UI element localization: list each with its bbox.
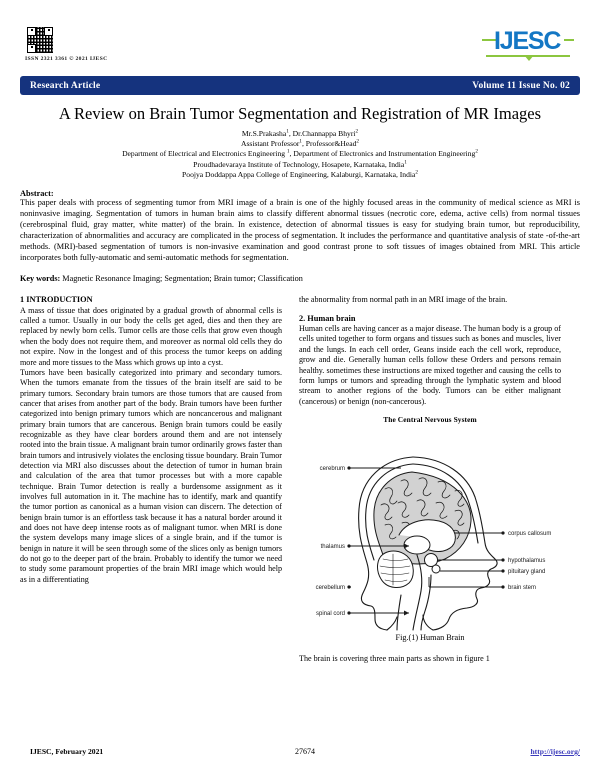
keywords-label: Key words: <box>20 274 61 284</box>
masthead: ISSN 2321 3361 © 2021 IJESC IJESC <box>20 0 580 74</box>
author-block: Mr.S.Prakasha1, Dr.Channappa Bhyri2 Assi… <box>20 129 580 180</box>
volume-issue-label: Volume 11 Issue No. 02 <box>472 80 570 91</box>
intro-paragraph-2: Tumors have been basically categorized i… <box>20 367 282 584</box>
figure-title: The Central Nervous System <box>383 414 477 424</box>
section-heading-human-brain: 2. Human brain <box>299 313 356 323</box>
figure-caption: Fig.(1) Human Brain <box>395 633 465 643</box>
footer-journal-date: IJESC, February 2021 <box>30 747 104 756</box>
author-departments: Department of Electrical and Electronics… <box>122 148 478 159</box>
human-brain-paragraph-1: Human cells are having cancer as a major… <box>299 324 561 406</box>
logo-wordmark: IJESC <box>494 27 561 55</box>
figure-following-text: The brain is covering three main parts a… <box>299 653 490 663</box>
label-spinal-cord: spinal cord <box>316 611 345 617</box>
author-designations: Assistant Professor1, Professor&Head2 <box>240 138 360 149</box>
label-cerebellum: cerebellum <box>316 585 345 591</box>
qr-code-icon <box>27 27 53 53</box>
body-columns: 1 INTRODUCTION A mass of tissue that doe… <box>20 295 580 663</box>
abstract-heading: Abstract: <box>20 189 54 199</box>
issn-line: ISSN 2321 3361 © 2021 IJESC <box>25 56 108 62</box>
intro-paragraph-1: A mass of tissue that does originated by… <box>20 305 282 367</box>
author-institute-2: Poojya Doddappa Appa College of Engineer… <box>182 169 418 179</box>
paragraph-spacer <box>299 306 561 314</box>
logo-accent-left <box>482 39 496 41</box>
label-pituitary-gland: pituitary gland <box>508 569 545 575</box>
keywords-line: Key words: Magnetic Resonance Imaging; S… <box>20 273 580 284</box>
keywords-value: Magnetic Resonance Imaging; Segmentation… <box>62 274 303 284</box>
author-names: Mr.S.Prakasha1, Dr.Channappa Bhyri2 <box>20 129 580 139</box>
label-thalamus: thalamus <box>321 544 345 550</box>
page-footer: IJESC, February 2021 27674 http://ijesc.… <box>20 747 580 756</box>
author-1-affil-marker: 1 <box>286 128 289 135</box>
label-corpus-callosum: corpus callosum <box>508 531 551 537</box>
author-2-affil-marker: 2 <box>355 128 359 135</box>
footer-url-link[interactable]: http://ijesc.org/ <box>530 747 580 756</box>
right-column: the abnormality from normal path in an M… <box>299 295 561 663</box>
footer-url[interactable]: http://ijesc.org/ <box>399 747 580 756</box>
logo-chevron-icon <box>524 55 534 61</box>
label-cerebrum: cerebrum <box>320 466 345 472</box>
abstract-text: This paper deals with process of segment… <box>20 198 580 262</box>
ijesc-logo: IJESC <box>482 26 574 64</box>
author-2-name: , Dr.Channappa Bhyri <box>288 129 356 138</box>
article-type-label: Research Article <box>30 80 101 91</box>
author-institute-1: Proudhadevaraya Institute of Technology,… <box>193 159 407 169</box>
label-brain-stem: brain stem <box>508 585 536 591</box>
brain-anatomy-diagram: cerebrum thalamus cerebellum spinal cord… <box>316 456 551 631</box>
footer-page-number: 27674 <box>295 747 315 756</box>
article-type-bar: Research Article Volume 11 Issue No. 02 <box>20 76 580 95</box>
section-heading-introduction: 1 INTRODUCTION <box>20 295 93 305</box>
left-column: 1 INTRODUCTION A mass of tissue that doe… <box>20 295 282 663</box>
label-hypothalamus: hypothalamus <box>508 558 545 564</box>
intro-continuation: the abnormality from normal path in an M… <box>299 295 508 305</box>
figure-human-brain: The Central Nervous System <box>299 415 561 664</box>
logo-accent-right <box>564 39 574 41</box>
author-1-name: Mr.S.Prakasha <box>241 129 287 138</box>
page-title: A Review on Brain Tumor Segmentation and… <box>58 104 542 123</box>
